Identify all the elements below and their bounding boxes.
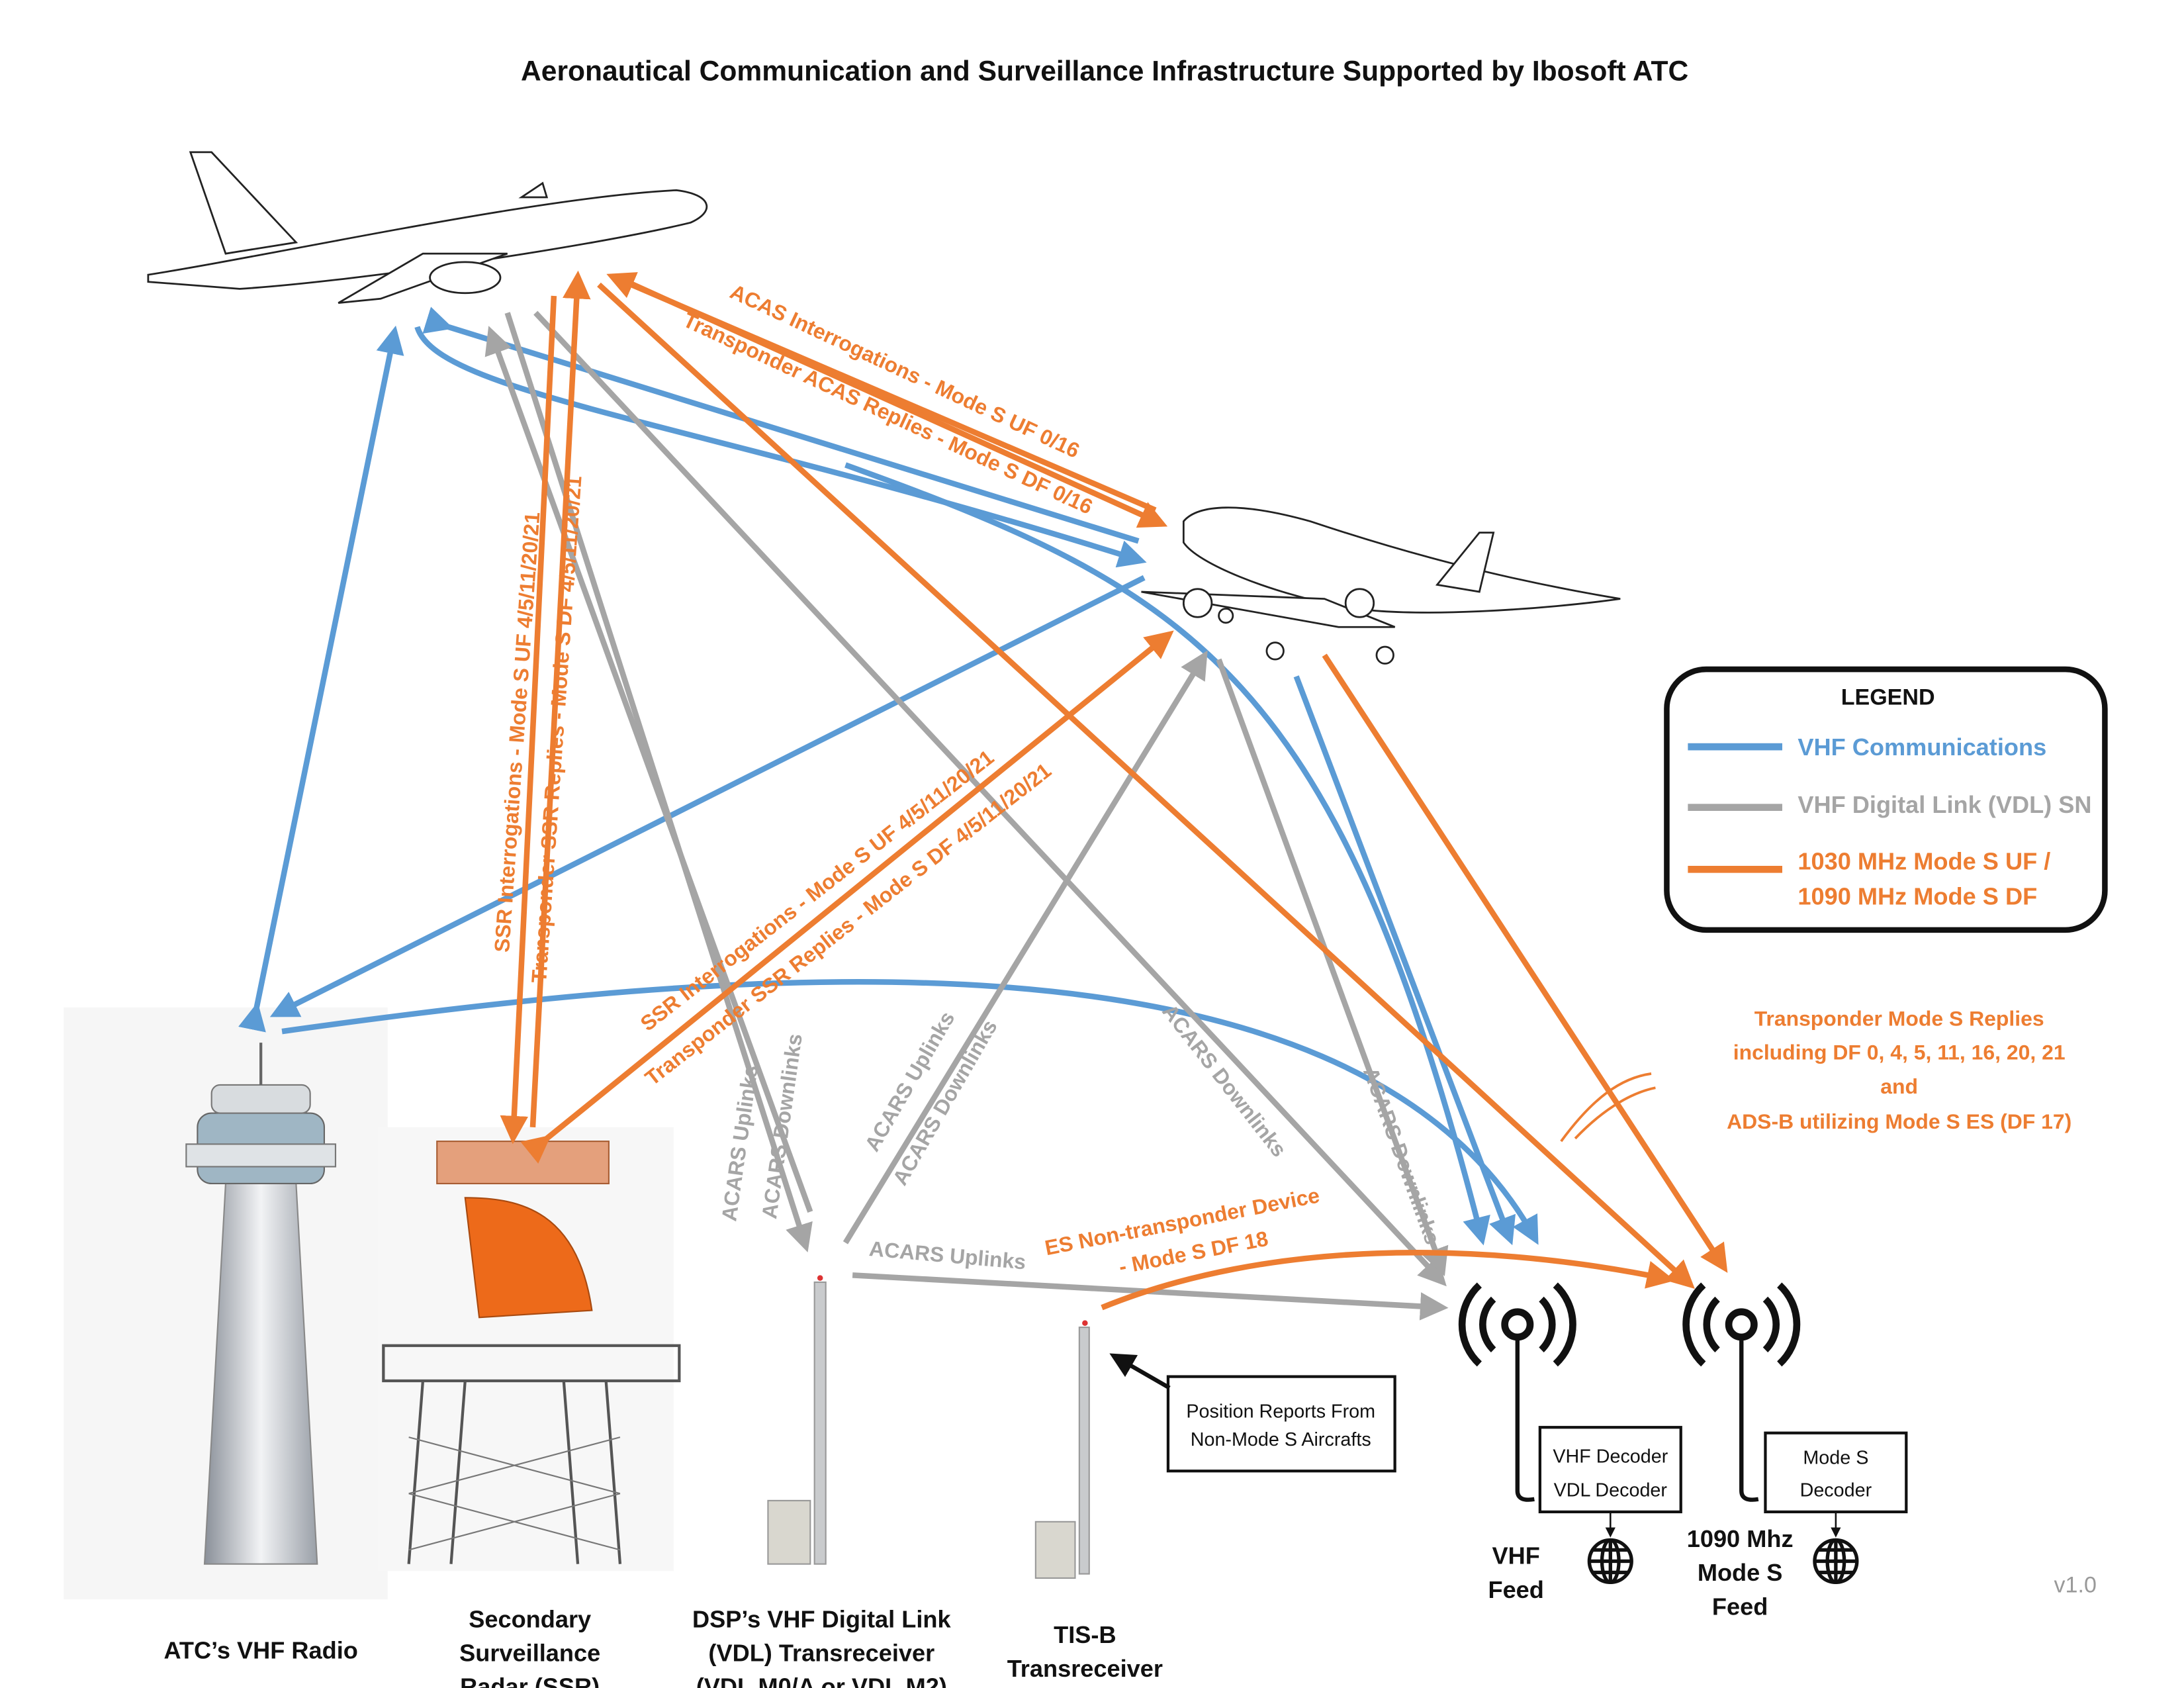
acars-uplinks-label: ACARS Uplinks [868, 1237, 1027, 1274]
modes-feed-caption: 1090 Mhz [1687, 1525, 1794, 1552]
modes-feed-caption: Mode S [1698, 1559, 1783, 1586]
legend-heading: LEGEND [1841, 684, 1935, 710]
acars-downlinks-label: ACARS Downlinks [1359, 1064, 1445, 1247]
position-reports-box: Position Reports From Non-Mode S Aircraf… [1166, 1375, 1396, 1473]
dsp-caption: (VDL M0/A or VDL M2) [696, 1673, 947, 1688]
atc-caption: ATC’s VHF Radio [163, 1636, 357, 1664]
control-tower-icon [64, 1007, 388, 1599]
modes-decoder-label: Decoder [1800, 1480, 1872, 1501]
antenna-mast-icon [767, 1275, 827, 1565]
antenna-mast-icon [1034, 1320, 1090, 1579]
vhf-decoder-label: VHF Decoder [1553, 1446, 1668, 1467]
vhf-feed-caption: Feed [1488, 1576, 1543, 1603]
radio-antenna-icon [1682, 1282, 1801, 1502]
callout-line: and [1880, 1074, 1918, 1098]
modes-decoder-box: Mode S Decoder [1764, 1431, 1908, 1514]
legend-item-vdl: VHF Digital Link (VDL) SN [1797, 791, 2091, 818]
mode-s-replies-callout: Transponder Mode S Replies including DF … [1727, 1007, 2071, 1133]
position-reports-label: Position Reports From [1186, 1401, 1375, 1422]
radio-antenna-icon [1458, 1282, 1576, 1502]
modes-feed-caption: Feed [1712, 1593, 1768, 1620]
vhf-decoder-box: VHF Decoder VDL Decoder [1538, 1426, 1682, 1514]
position-reports-arrow [1109, 1353, 1171, 1390]
position-reports-label: Non-Mode S Aircrafts [1191, 1429, 1371, 1450]
legend-item-mode-s: 1030 MHz Mode S UF / [1797, 847, 2050, 874]
airplane-icon [1141, 506, 1621, 665]
legend: LEGEND VHF Communications VHF Digital Li… [1664, 666, 2108, 933]
vdl-decoder-label: VDL Decoder [1554, 1480, 1668, 1501]
dsp-caption: (VDL) Transreceiver [708, 1640, 934, 1667]
diagram-title: Aeronautical Communication and Surveilla… [521, 55, 1688, 87]
airplane-icon [147, 151, 708, 305]
ssr-caption: Surveillance [459, 1640, 600, 1667]
acars-uplinks-label: ACARS Uplinks [717, 1064, 762, 1223]
tisb-caption: TIS-B [1054, 1621, 1116, 1648]
radar-icon [377, 1127, 681, 1571]
ssr-caption: Secondary [469, 1605, 591, 1632]
modes-decoder-label: Mode S [1803, 1448, 1868, 1469]
globe-icon [1587, 1538, 1633, 1585]
callout-line: including DF 0, 4, 5, 11, 16, 20, 21 [1733, 1041, 2066, 1064]
ssr-caption: Radar (SSR) [460, 1673, 600, 1688]
vhf-feed-caption: VHF [1492, 1542, 1540, 1570]
legend-item-vhf: VHF Communications [1797, 733, 2046, 761]
globe-icon [1813, 1538, 1859, 1585]
legend-item-mode-s: 1090 MHz Mode S DF [1797, 883, 2037, 910]
mode-s-links [500, 270, 1728, 1311]
callout-line: ADS-B utilizing Mode S ES (DF 17) [1727, 1109, 2071, 1133]
tisb-caption: Transreceiver [1007, 1655, 1163, 1682]
dsp-caption: DSP’s VHF Digital Link [692, 1605, 951, 1632]
version-label: v1.0 [2054, 1572, 2097, 1597]
callout-line: Transponder Mode S Replies [1754, 1007, 2044, 1031]
